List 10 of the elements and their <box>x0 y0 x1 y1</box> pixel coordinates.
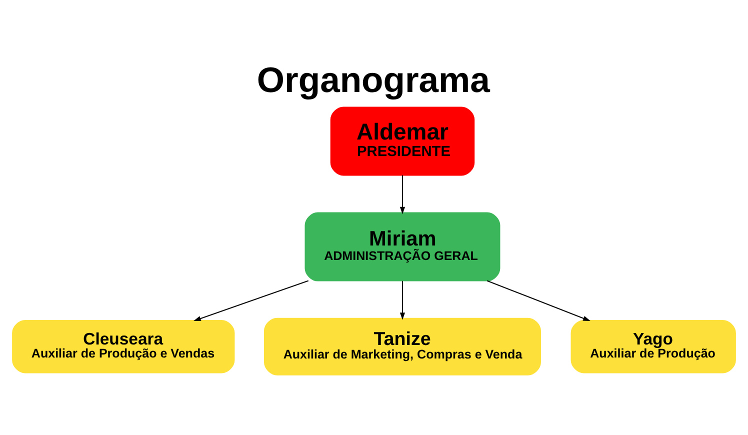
arrow <box>400 175 406 214</box>
arrow <box>400 280 406 320</box>
node-box: Tanize Auxiliar de Marketing, Compras e Venda <box>264 318 541 376</box>
node-box: Yago Auxiliar de Produção <box>570 320 736 374</box>
node-box: Cleuseara Auxiliar de Produção e Vendas <box>12 320 235 374</box>
diagram-title: Organograma <box>256 60 490 100</box>
arrow <box>194 280 309 321</box>
node-box: Miriam ADMINISTRAÇÃO GERAL <box>304 212 500 282</box>
node-box: Aldemar PRESIDENTE <box>330 106 475 176</box>
arrow <box>486 280 590 322</box>
